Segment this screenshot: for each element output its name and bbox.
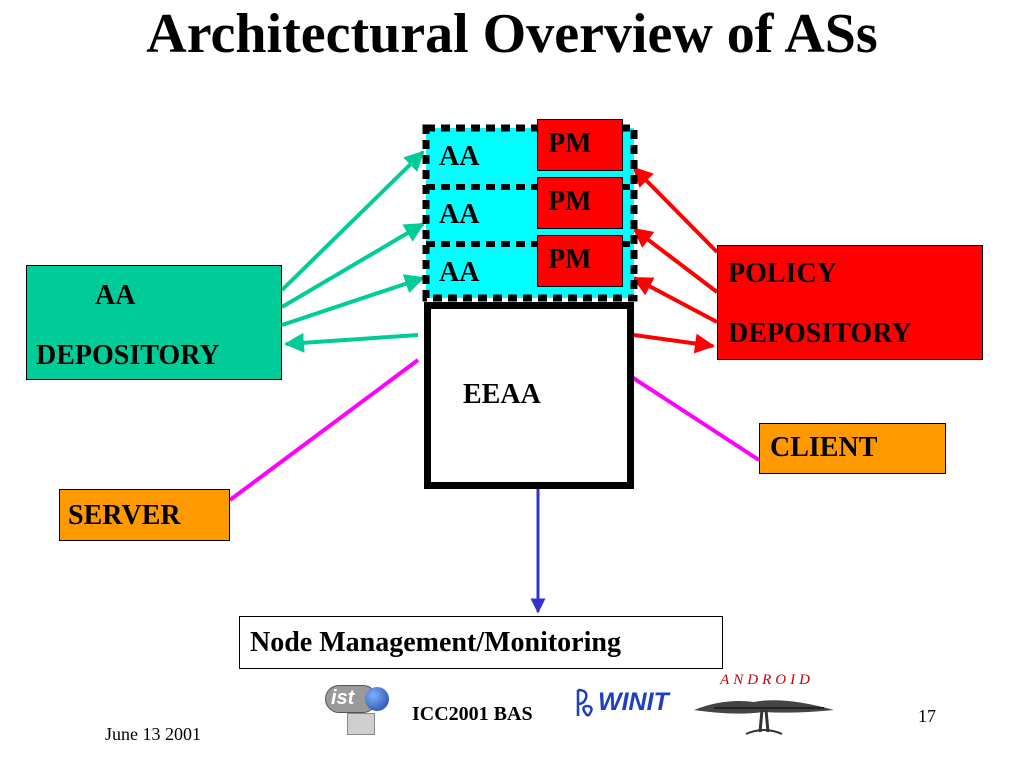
footer-event: ICC2001 BAS: [412, 703, 533, 725]
arrow-policy-to-pm-2: [632, 227, 719, 294]
node-management-label: Node Management/Monitoring: [250, 627, 621, 658]
policy-depository-line2: DEPOSITORY: [728, 318, 912, 349]
ist-logo-text: ist: [331, 687, 355, 709]
footer-date: June 13 2001: [105, 724, 201, 744]
android-logo-text: ANDROID: [720, 672, 814, 688]
pm-label-1: PM: [548, 128, 592, 159]
pm-box-1: PM: [537, 119, 623, 171]
eeaa-label: EEAA: [463, 379, 541, 410]
line-eeaa-client: [622, 370, 761, 462]
tree-icon: [694, 700, 834, 735]
client-box: CLIENT: [759, 423, 946, 474]
pm-box-3: PM: [537, 235, 623, 287]
footer-page-number: 17: [918, 706, 936, 726]
pm-box-2: PM: [537, 177, 623, 229]
arrow-aa-depository-to-aa-3: [281, 274, 425, 327]
client-label: CLIENT: [770, 432, 878, 463]
aa-depository-line1: AA: [95, 280, 136, 311]
winit-logo-text: WINIT: [598, 688, 669, 716]
globe-icon: [365, 687, 389, 711]
policy-depository-box: POLICY DEPOSITORY: [717, 245, 983, 360]
aa-depository-line2: DEPOSITORY: [36, 340, 220, 371]
slide-title: Architectural Overview of ASs: [146, 3, 878, 65]
arrow-eeaa-to-policy: [633, 333, 715, 354]
arrow-aa-depository-to-aa-2: [280, 222, 425, 309]
ist-logo: ist: [325, 683, 393, 735]
server-label: SERVER: [68, 500, 181, 531]
server-box: SERVER: [59, 489, 230, 541]
pm-label-2: PM: [548, 186, 592, 217]
arrow-eeaa-to-aa-depository: [284, 332, 419, 353]
node-management-box: Node Management/Monitoring: [239, 616, 723, 669]
pm-label-3: PM: [548, 244, 592, 275]
policy-depository-line1: POLICY: [728, 258, 837, 289]
aa-label-2: AA: [439, 199, 480, 230]
ist-logo-plate: [347, 713, 375, 735]
arrow-policy-to-pm-3: [632, 276, 718, 324]
winit-logo: WINIT: [574, 686, 674, 722]
arrow-policy-to-pm-1: [632, 166, 719, 254]
line-eeaa-server: [228, 358, 420, 502]
android-logo: ANDROID: [684, 670, 844, 740]
aa-label-1: AA: [439, 141, 480, 172]
winit-swirl-icon: [576, 688, 593, 717]
aa-label-3: AA: [439, 257, 480, 288]
aa-depository-box: AA DEPOSITORY: [26, 265, 282, 380]
eeaa-box: EEAA: [424, 302, 634, 489]
arrow-aa-depository-to-aa-1: [280, 150, 425, 292]
